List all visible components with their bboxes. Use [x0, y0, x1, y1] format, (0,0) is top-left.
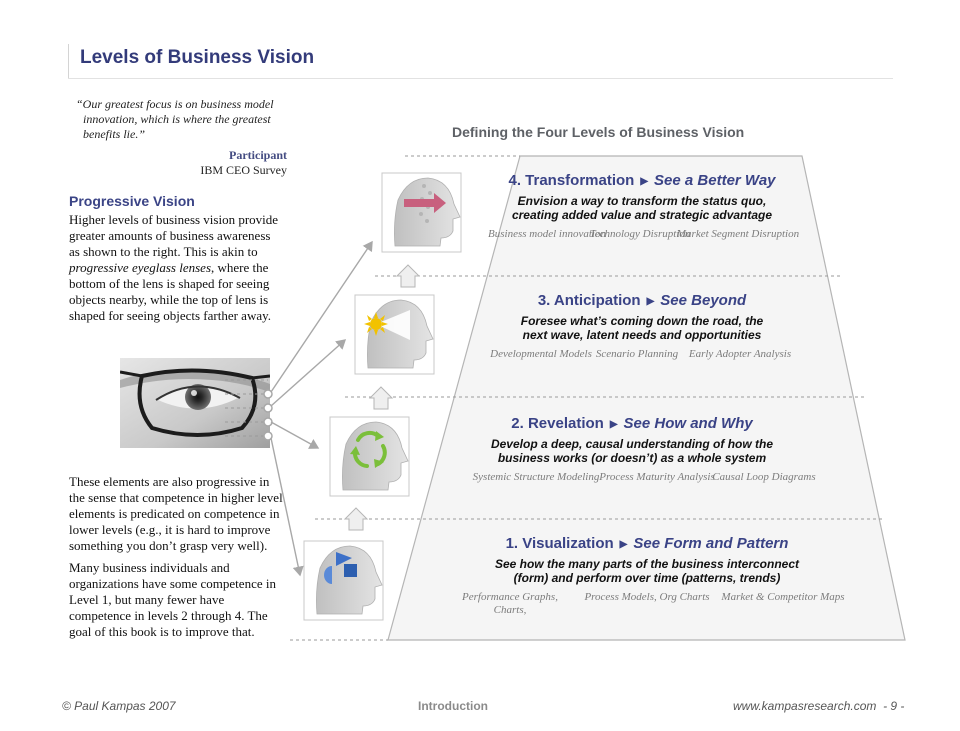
level-2-description-line2: business works (or doesn’t) as a whole s… — [497, 451, 767, 465]
attribution-source: IBM CEO Survey — [200, 163, 287, 177]
ceo-quote: “Our greatest focus is on business model… — [76, 97, 286, 142]
vision-trapezoid — [387, 155, 906, 641]
level-3-subtitle: See Beyond — [660, 292, 747, 309]
level-3-description-line2: next wave, latent needs and opportunitie… — [522, 328, 762, 342]
level-4-item: Market Segment Disruption — [676, 228, 800, 240]
head-cycle-icon — [342, 421, 409, 491]
level-3-description-line1: Foresee what’s coming down the road, the — [520, 314, 764, 328]
level-2: 2. Revelation ▶ See How and Why Develop a … — [462, 415, 816, 501]
level-2-items: Systemic Structure Modeling Process Matu… — [462, 471, 816, 501]
level-4-title: 4. Transformation — [508, 172, 635, 189]
diagram-title: Defining the Four Levels of Business Vis… — [452, 124, 745, 140]
level-1-item: Process Models, Org Charts — [584, 591, 710, 603]
level-1-heading: 1. Visualization ▶ See Form and Pattern — [447, 535, 847, 552]
level-3: 3. Anticipation ▶ See Beyond Foresee what’… — [490, 292, 792, 378]
level-3-item: Early Adopter Analysis — [688, 348, 792, 360]
triangle-right-icon: ▶ — [619, 539, 628, 550]
level-1-item: Performance Graphs, Charts, — [462, 591, 558, 616]
level-4-subtitle: See a Better Way — [654, 172, 776, 189]
level-3-item: Developmental Models — [490, 348, 592, 360]
competence-text: These elements are also progressive in t… — [69, 474, 284, 646]
competence-paragraph-1: These elements are also progressive in t… — [69, 474, 283, 553]
title-divider-horizontal — [68, 78, 893, 79]
head-arrow-forward-icon — [394, 177, 461, 247]
level-4-description-line1: Envision a way to transform the status q… — [517, 194, 767, 208]
level-1-subtitle: See Form and Pattern — [633, 535, 789, 552]
attribution-role: Participant — [229, 148, 287, 162]
eye-focus-points — [263, 389, 273, 441]
footer-copyright: © Paul Kampas 2007 — [62, 699, 176, 713]
footer-page-number: - 9 - — [883, 699, 905, 713]
level-3-item: Scenario Planning — [595, 348, 679, 360]
quote-attribution: Participant IBM CEO Survey — [150, 148, 287, 178]
footer-website: www.kampasresearch.com — [733, 699, 877, 713]
level-2-description-line1: Develop a deep, causal understanding of … — [490, 437, 774, 451]
level-1-description: See how the many parts of the business i… — [447, 557, 847, 585]
head-light-beam-icon — [364, 299, 434, 369]
level-4-item: Technology Disruption — [589, 228, 691, 240]
level-1-title: 1. Visualization — [505, 535, 614, 552]
progression-arrows — [343, 264, 421, 531]
footer-section: Introduction — [418, 699, 488, 713]
title-divider-vertical — [68, 44, 69, 78]
triangle-right-icon: ▶ — [646, 296, 655, 307]
level-4-items: Business model innovation Technology Dis… — [488, 228, 799, 258]
footer-website-page: www.kampasresearch.com - 9 - — [733, 699, 904, 713]
level-3-heading: 3. Anticipation ▶ See Beyond — [492, 292, 792, 309]
eye-guide-lines — [225, 379, 268, 437]
level-3-title: 3. Anticipation — [537, 292, 641, 309]
head-shapes-icon — [316, 545, 383, 615]
triangle-right-icon: ▶ — [609, 419, 618, 430]
level-2-item: Process Maturity Analysis — [599, 471, 715, 483]
level-4-item: Business model innovation — [488, 228, 606, 240]
eyeglasses-photo — [120, 358, 270, 448]
level-2-description: Develop a deep, causal understanding of … — [462, 437, 802, 465]
quote-text: “Our greatest focus is on business model… — [76, 97, 274, 141]
level-1: 1. Visualization ▶ See Form and Pattern Se… — [447, 535, 847, 621]
level-4-heading: 4. Transformation ▶ See a Better Way — [492, 172, 792, 189]
pv-text-part2: , where the bottom of the lens is shaped… — [69, 260, 272, 323]
progressive-vision-text: Higher levels of business vision provide… — [69, 212, 283, 324]
level-4-description-line2: creating added value and strategic advan… — [511, 208, 773, 222]
level-2-subtitle: See How and Why — [623, 415, 753, 432]
vision-arrows — [270, 240, 373, 577]
triangle-right-icon: ▶ — [640, 176, 649, 187]
page-title: Levels of Business Vision — [80, 47, 315, 68]
progressive-vision-heading: Progressive Vision — [69, 193, 195, 209]
level-3-items: Developmental Models Scenario Planning E… — [490, 348, 792, 378]
level-2-title: 2. Revelation — [511, 415, 604, 432]
level-2-item: Causal Loop Diagrams — [712, 471, 816, 483]
pv-text-part1: Higher levels of business vision provide… — [69, 212, 279, 259]
level-4: 4. Transformation ▶ See a Better Way Envis… — [488, 172, 799, 258]
level-1-description-line1: See how the many parts of the business i… — [494, 557, 800, 571]
level-1-description-line2: (form) and perform over time (patterns, … — [513, 571, 781, 585]
level-1-item: Market & Competitor Maps — [721, 591, 845, 603]
level-2-heading: 2. Revelation ▶ See How and Why — [462, 415, 802, 432]
pv-text-emphasis: progressive eyeglass lenses — [69, 260, 212, 275]
level-2-item: Systemic Structure Modeling — [472, 471, 600, 483]
level-4-description: Envision a way to transform the status q… — [492, 194, 792, 222]
level-3-description: Foresee what’s coming down the road, the… — [492, 314, 792, 342]
level-1-items: Performance Graphs, Charts, Process Mode… — [447, 591, 847, 621]
competence-paragraph-2: Many business individuals and organizati… — [69, 560, 276, 639]
